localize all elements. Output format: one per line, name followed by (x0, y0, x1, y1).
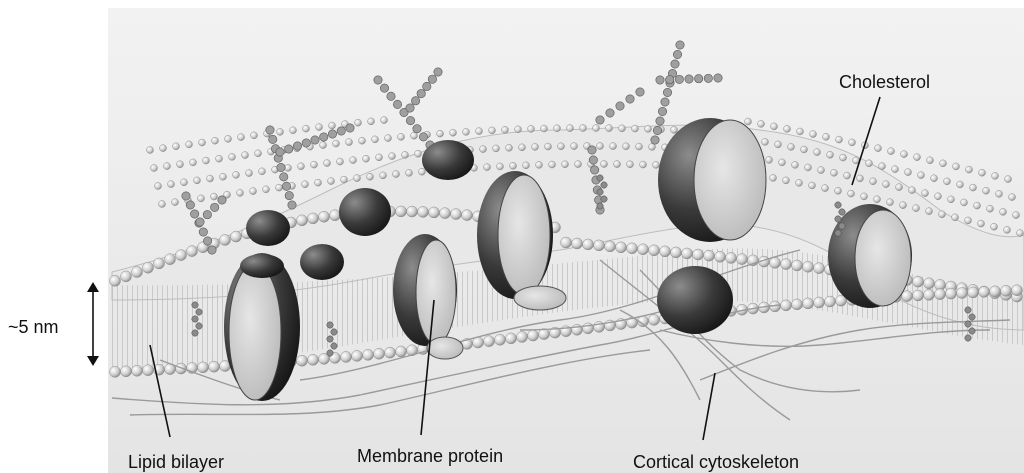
membrane-protein-1 (224, 253, 300, 401)
cortical-cytoskeleton-label: Cortical cytoskeleton (633, 453, 799, 471)
scale-label: ~5 nm (8, 318, 59, 336)
cholesterol-label: Cholesterol (839, 73, 930, 91)
scale-arrow (87, 282, 99, 366)
membrane-protein-label: Membrane protein (357, 447, 503, 465)
lipid-bilayer-label: Lipid bilayer (128, 453, 224, 471)
